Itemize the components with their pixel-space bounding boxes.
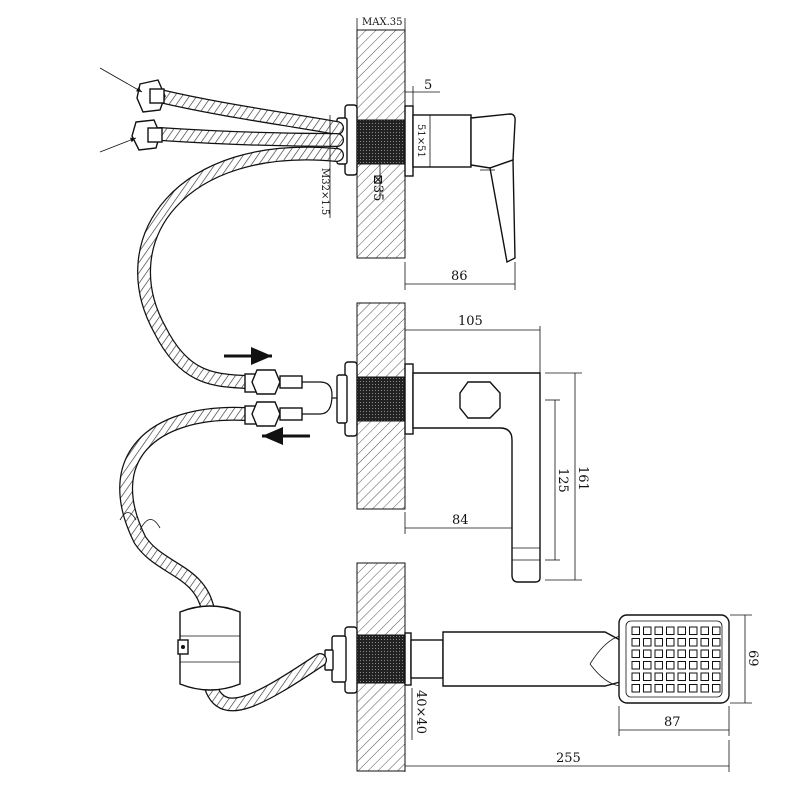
shower-nozzle <box>712 638 721 647</box>
shower-nozzle <box>689 638 698 647</box>
shower-nozzle <box>631 661 640 670</box>
shower-nozzle <box>631 626 640 635</box>
shower-nozzle <box>700 638 709 647</box>
shower-nozzle <box>677 638 686 647</box>
dim-shower-69: 69 <box>745 650 760 667</box>
shower-nozzle <box>677 684 686 693</box>
hoses <box>119 89 344 712</box>
shower-nozzle <box>712 661 721 670</box>
dim-shower-87: 87 <box>664 715 681 730</box>
shower-nozzle <box>643 661 652 670</box>
shower-nozzle <box>712 626 721 635</box>
shower-nozzle <box>677 649 686 658</box>
shower-nozzle <box>689 684 698 693</box>
dim-depth-84: 84 <box>452 513 469 528</box>
inlet-nut-upper <box>136 79 166 113</box>
shower-nozzle <box>666 661 675 670</box>
shower-nozzle <box>654 649 663 658</box>
shower-nozzle <box>643 638 652 647</box>
dim-thread-m32: M32×1.5 <box>319 168 330 215</box>
dim-square-40: 40×40 <box>413 690 428 734</box>
shower-nozzle <box>654 638 663 647</box>
shower-nozzle <box>631 638 640 647</box>
shower-nozzle <box>700 649 709 658</box>
shower-nozzle-grid <box>631 626 721 693</box>
shower-nozzle <box>700 661 709 670</box>
dim-width-105: 105 <box>458 314 483 329</box>
connection-box <box>177 605 241 691</box>
shower-nozzle <box>654 672 663 681</box>
dim-max-wall: MAX.35 <box>362 17 402 28</box>
dim-square-51: 51×51 <box>415 124 426 158</box>
dim-depth-86: 86 <box>451 269 468 284</box>
shower-nozzle <box>643 649 652 658</box>
shower-nozzle <box>654 661 663 670</box>
shower-nozzle <box>631 684 640 693</box>
shower-nozzle <box>689 672 698 681</box>
shower-nozzle <box>666 649 675 658</box>
dim-height-161: 161 <box>575 466 590 491</box>
shower-nozzle <box>689 649 698 658</box>
dim-height-125: 125 <box>555 468 570 493</box>
shower-nozzle <box>654 684 663 693</box>
top-valve-assembly <box>336 104 516 264</box>
shower-nozzle <box>712 672 721 681</box>
shower-nozzle <box>689 626 698 635</box>
shower-nozzle <box>643 684 652 693</box>
middle-hose-connectors <box>244 369 337 427</box>
dim-square-35: ⊠35 <box>370 174 385 201</box>
bottom-shower-assembly <box>324 614 730 704</box>
inlet-arrow-upper <box>99 67 143 93</box>
shower-nozzle <box>700 672 709 681</box>
shower-nozzle <box>643 626 652 635</box>
shower-nozzle <box>689 661 698 670</box>
shower-nozzle <box>666 672 675 681</box>
break-mark <box>119 512 137 521</box>
shower-nozzle <box>643 672 652 681</box>
middle-valve-assembly <box>336 361 541 583</box>
shower-nozzle <box>666 684 675 693</box>
shower-nozzle <box>666 638 675 647</box>
shower-nozzle <box>631 672 640 681</box>
dim-gap-5: 5 <box>424 78 432 93</box>
inlet-arrow-lower <box>99 137 137 153</box>
inlet-nut-lower <box>131 119 163 151</box>
shower-nozzle <box>700 684 709 693</box>
shower-nozzle <box>666 626 675 635</box>
shower-nozzle <box>677 672 686 681</box>
shower-nozzle <box>677 626 686 635</box>
shower-nozzle <box>712 684 721 693</box>
dim-total-255: 255 <box>556 751 581 766</box>
shower-nozzle <box>677 661 686 670</box>
shower-nozzle <box>700 626 709 635</box>
shower-nozzle <box>631 649 640 658</box>
shower-nozzle <box>712 649 721 658</box>
shower-nozzle <box>654 626 663 635</box>
dimension-lines <box>329 18 752 772</box>
